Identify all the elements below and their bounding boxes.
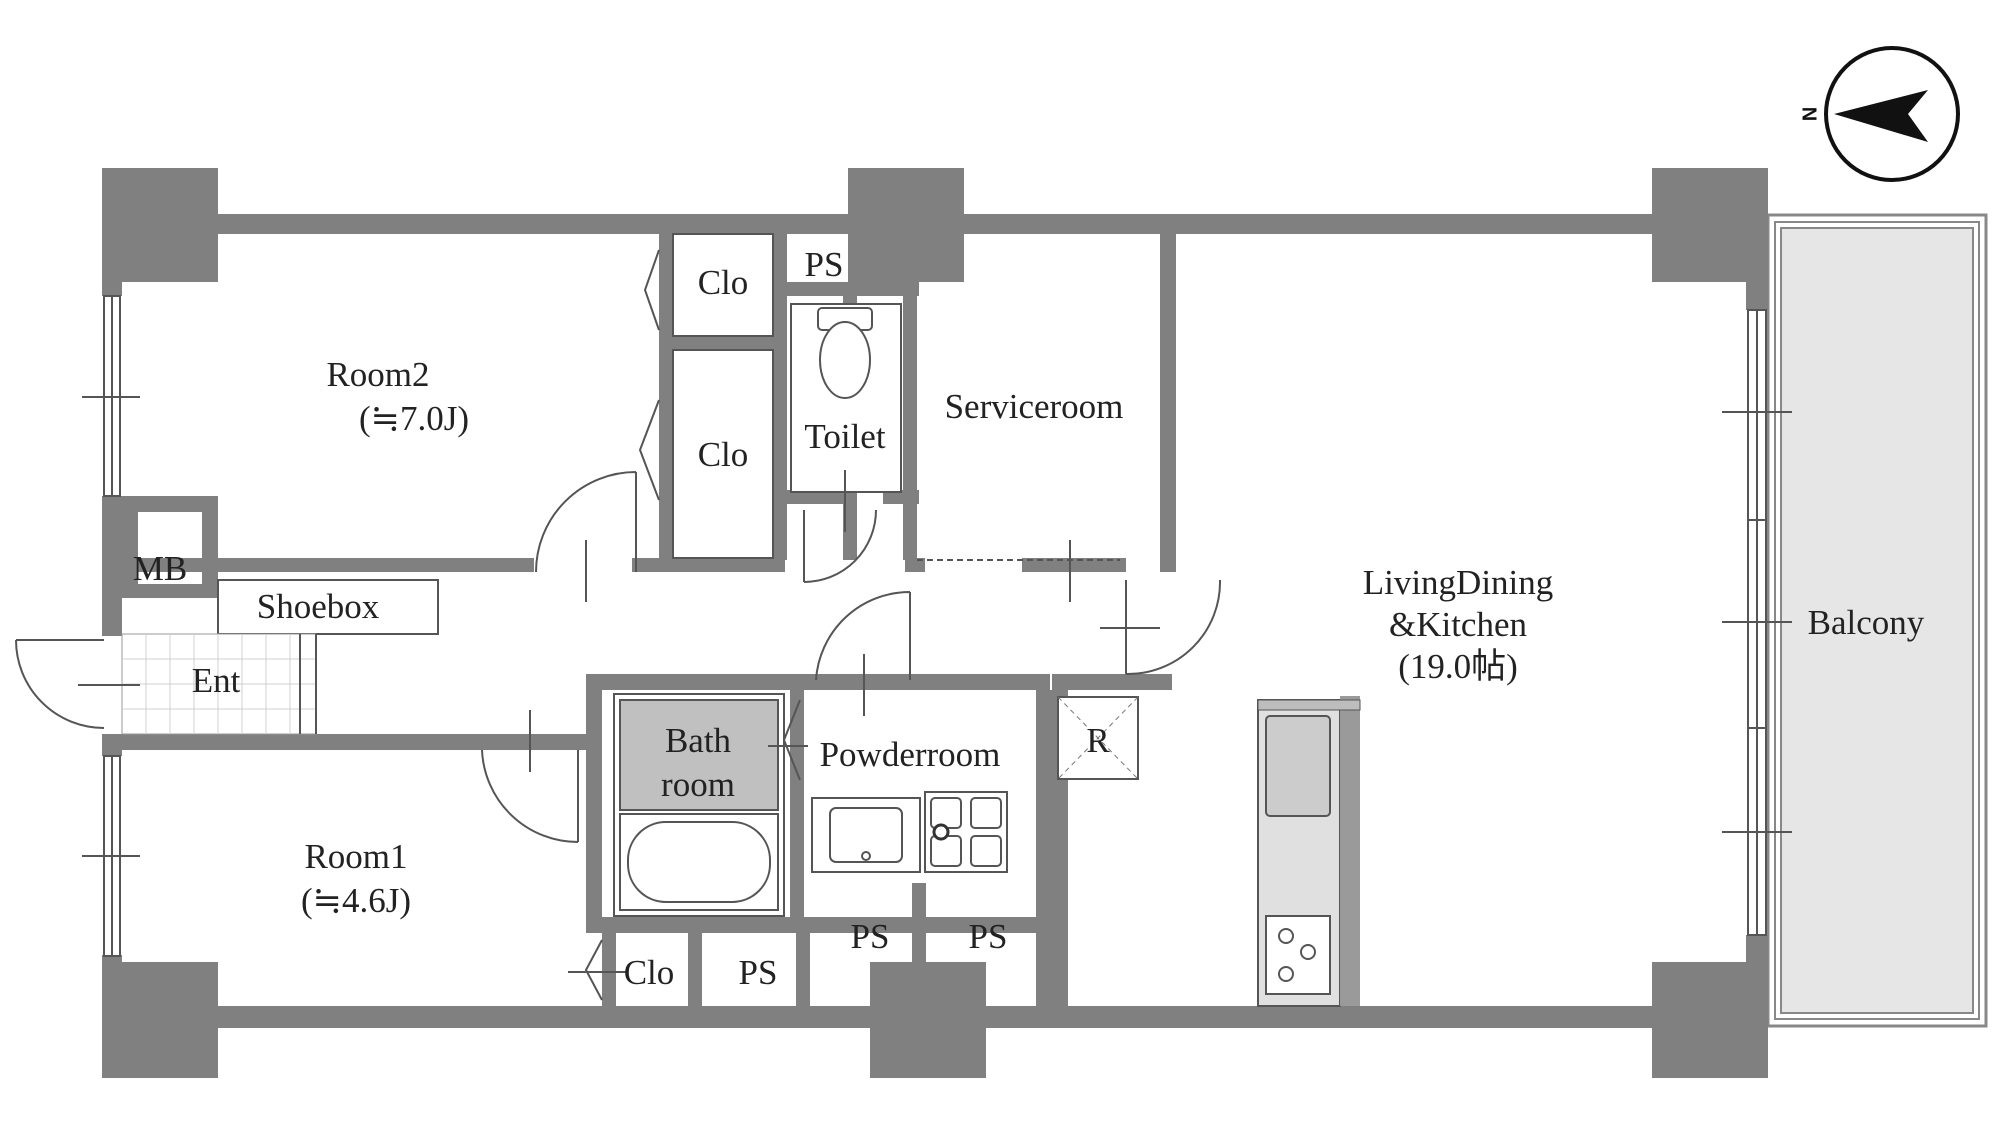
room2-name: Room2 — [326, 355, 429, 394]
closets-room2 — [638, 233, 774, 559]
fridge-space — [1057, 696, 1139, 780]
entrance-fixtures — [121, 579, 439, 735]
entrance-label: Ent — [192, 661, 241, 700]
powderroom-label: Powderroom — [820, 735, 1001, 774]
bath-label-line1: Bath — [665, 721, 732, 760]
ldk-label-line1: LivingDining — [1363, 563, 1554, 602]
closet-c-label: Clo — [624, 953, 675, 992]
ldk-label-line2: &Kitchen — [1389, 605, 1527, 644]
closet-a-label: Clo — [698, 263, 749, 302]
bathroom-fixture — [613, 693, 785, 917]
compass-north-label: N — [1798, 107, 1820, 121]
toilet-label: Toilet — [804, 417, 885, 456]
room1-name: Room1 — [304, 837, 407, 876]
ps-mid2-label: PS — [969, 917, 1008, 956]
ps-bottom-label: PS — [739, 953, 778, 992]
powderroom-fixtures — [811, 791, 1008, 873]
compass: N — [1798, 46, 1960, 182]
bath-label-line2: room — [661, 765, 735, 804]
room1-size: (≒4.6J) — [301, 881, 411, 920]
ps-top-label: PS — [805, 245, 844, 284]
room2-size: (≒7.0J) — [359, 399, 469, 438]
columns — [102, 168, 1768, 1078]
door-swings[interactable] — [15, 470, 1222, 1001]
room-labels: Room2 (≒7.0J) Room1 (≒4.6J) LivingDining… — [133, 245, 1925, 992]
toilet-fixture — [790, 303, 902, 493]
kitchen-counter — [1257, 696, 1361, 1007]
fridge-label: R — [1086, 721, 1110, 760]
ldk-size: (19.0帖) — [1398, 647, 1518, 686]
meterbox-label: MB — [133, 549, 187, 588]
shoebox-label: Shoebox — [257, 587, 380, 626]
closet-b-label: Clo — [698, 435, 749, 474]
interior-walls — [122, 234, 1176, 1006]
balcony-area — [1766, 213, 1988, 1028]
ps-mid1-label: PS — [851, 917, 890, 956]
windows — [82, 295, 1792, 957]
balcony-label: Balcony — [1808, 603, 1925, 642]
serviceroom-label: Serviceroom — [945, 387, 1124, 426]
